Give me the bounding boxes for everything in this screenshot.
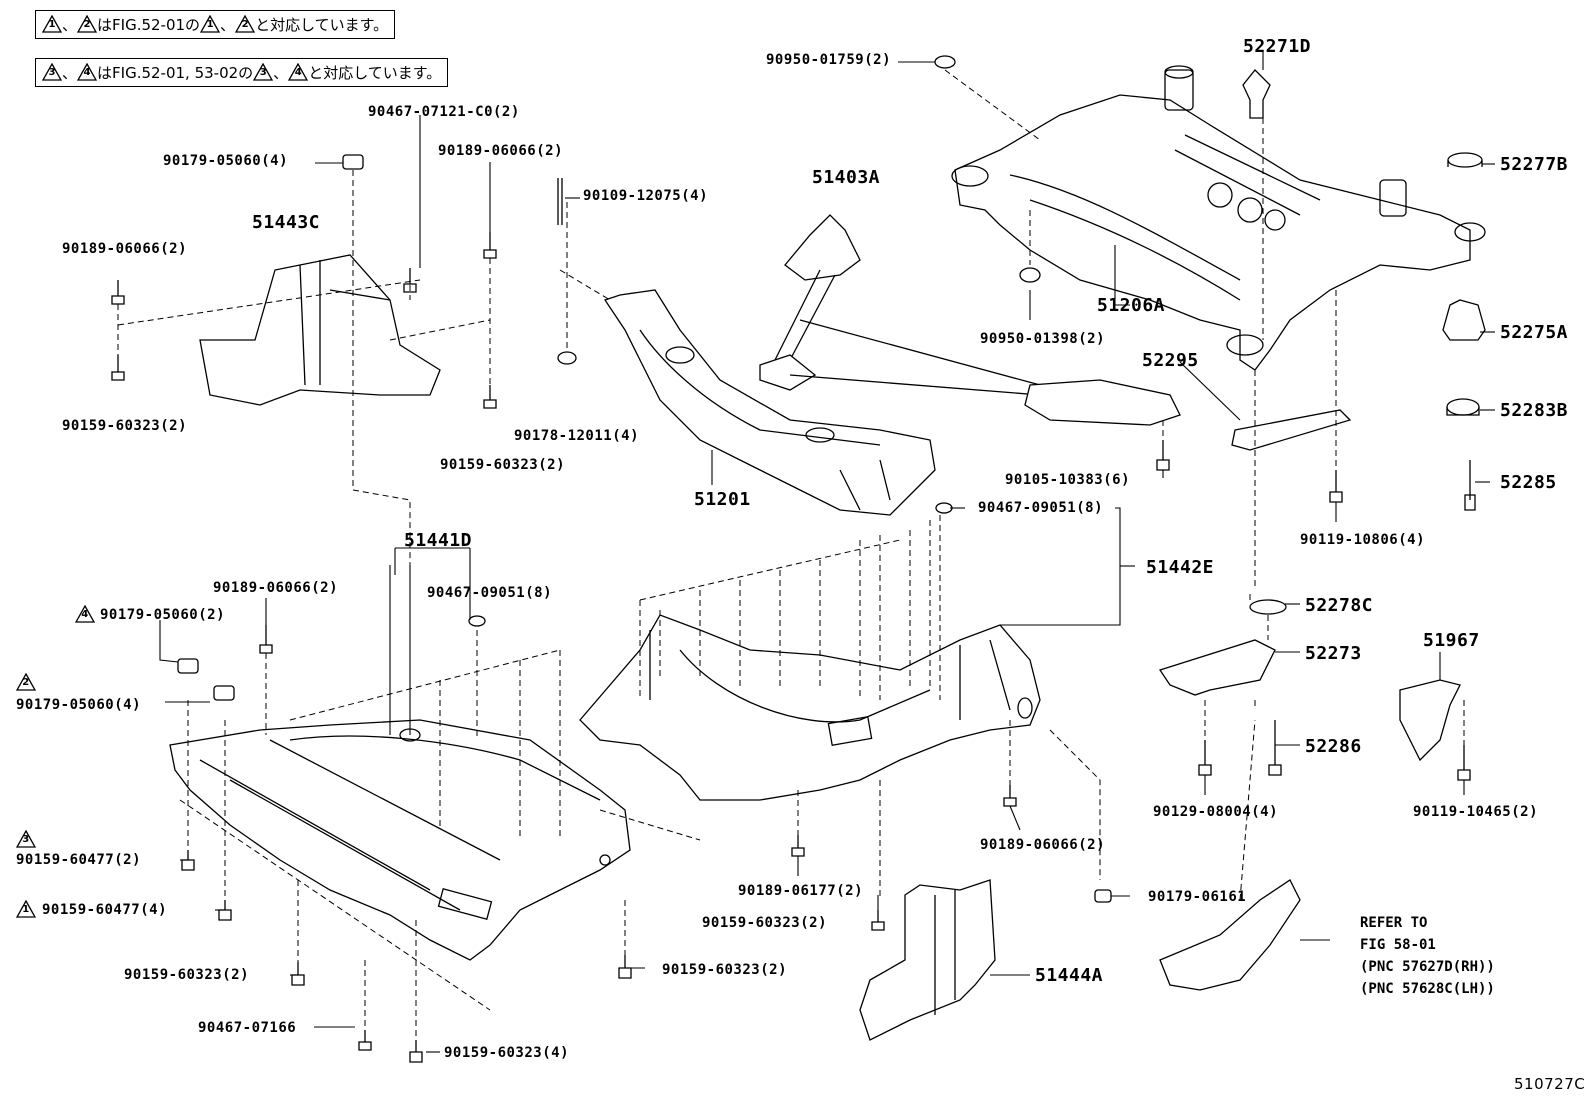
- warning-triangle-icon: 3: [253, 63, 274, 81]
- note-sep: 、: [220, 16, 236, 34]
- note-text: と対応しています。: [255, 16, 389, 34]
- part-label: 90950-01398(2): [980, 331, 1106, 347]
- leader-lines: [159, 50, 1495, 1053]
- part-label: 90159-60323(2): [440, 457, 566, 473]
- shield-51444a: [859, 879, 996, 1041]
- part-label: 52285: [1500, 472, 1557, 493]
- engine-under-cover-51442e: [579, 614, 1041, 801]
- part-label: 51201: [694, 489, 751, 510]
- part-label: 90159-60323(2): [62, 418, 188, 434]
- note-text: と対応しています。: [308, 64, 442, 82]
- warning-triangle-icon: 3: [42, 63, 62, 81]
- part-label: 90129-08004(4): [1153, 804, 1279, 820]
- part-label: 52275A: [1500, 322, 1569, 343]
- warning-triangle-icon: 1: [42, 15, 62, 33]
- part-label: 90105-10383(6): [1005, 472, 1131, 488]
- part-label: 51444A: [1035, 965, 1104, 986]
- part-label: 52271D: [1243, 36, 1312, 57]
- crossmember-51201: [603, 289, 936, 516]
- part-label: 90189-06066(2): [980, 837, 1106, 853]
- part-label: 90159-60323(2): [702, 915, 828, 931]
- part-label: 90189-06177(2): [738, 883, 864, 899]
- part-label: 90467-07166: [198, 1020, 297, 1036]
- note-sep: 、: [62, 16, 78, 34]
- bracket-52273: [1158, 639, 1276, 696]
- part-label: 90467-09051(8): [978, 500, 1104, 516]
- part-label: 51967: [1423, 630, 1480, 651]
- note-text: はFIG.52-01, 53-02の: [97, 64, 254, 82]
- part-label: 51403A: [812, 167, 881, 188]
- part-label: 52278C: [1305, 595, 1374, 616]
- warning-triangle-icon: 2: [235, 15, 256, 33]
- part-label: 90179-05060(2): [100, 607, 226, 623]
- part-label: 90159-60477(4): [42, 902, 168, 918]
- brace-52295: [1231, 409, 1352, 451]
- marker-triangle-3: 3: [16, 830, 36, 849]
- part-label: 90179-05060(4): [16, 697, 142, 713]
- bracket-51967: [1399, 679, 1461, 762]
- warning-triangle-icon: 4: [288, 63, 309, 81]
- part-label: 90189-06066(2): [438, 143, 564, 159]
- brace-51403a: [759, 214, 1181, 426]
- small-parts: [111, 55, 1486, 1063]
- warning-triangle-icon: 1: [16, 900, 36, 918]
- note-sep: 、: [273, 64, 289, 82]
- warning-triangle-icon: 3: [16, 830, 36, 848]
- part-label: 51443C: [252, 212, 321, 233]
- part-label: 90189-06066(2): [62, 241, 188, 257]
- note-text: はFIG.52-01の: [97, 16, 201, 34]
- note-sep: 、: [62, 64, 78, 82]
- bracket-refer-57627d: [1159, 879, 1301, 991]
- part-label: 52286: [1305, 736, 1362, 757]
- under-cover-51441d: [169, 719, 631, 961]
- part-label: 90178-12011(4): [514, 428, 640, 444]
- part-label: 90159-60323(2): [662, 962, 788, 978]
- part-label: 51206A: [1097, 295, 1166, 316]
- shield-51443c: [199, 254, 441, 406]
- warning-triangle-icon: 2: [77, 15, 98, 33]
- rear-subframe-51206a: [951, 65, 1486, 371]
- warning-triangle-icon: 2: [16, 673, 36, 691]
- part-label: 52273: [1305, 643, 1362, 664]
- marker-triangle-4: 4: [75, 605, 95, 624]
- part-label: 52277B: [1500, 154, 1569, 175]
- part-label: 90159-60323(4): [444, 1045, 570, 1061]
- part-label: 90950-01759(2): [766, 52, 892, 68]
- part-label: 52283B: [1500, 400, 1569, 421]
- part-label: 90159-60323(2): [124, 967, 250, 983]
- part-label: 51442E: [1146, 557, 1215, 578]
- part-label: 51441D: [404, 530, 473, 551]
- warning-triangle-icon: 4: [77, 63, 98, 81]
- part-label: 90467-09051(8): [427, 585, 553, 601]
- marker-triangle-1: 1: [16, 900, 36, 919]
- warning-triangle-icon: 1: [200, 15, 221, 33]
- refer-note: REFER TO FIG 58-01 (PNC 57627D(RH)) (PNC…: [1360, 915, 1495, 997]
- part-label: 52295: [1142, 350, 1199, 371]
- marker-triangle-2: 2: [16, 673, 36, 692]
- part-label: 90467-07121-C0(2): [368, 104, 520, 120]
- part-label: 90109-12075(4): [583, 188, 709, 204]
- part-label: 90119-10465(2): [1413, 804, 1539, 820]
- part-label: 90159-60477(2): [16, 852, 142, 868]
- figure-code: 510727C: [1514, 1075, 1586, 1093]
- part-label: 90119-10806(4): [1300, 532, 1426, 548]
- part-label: 90179-06161: [1148, 889, 1247, 905]
- dashed-lines: [117, 69, 1465, 1040]
- part-label: 90179-05060(4): [163, 153, 289, 169]
- warning-triangle-icon: 4: [75, 605, 95, 623]
- part-label: 90189-06066(2): [213, 580, 339, 596]
